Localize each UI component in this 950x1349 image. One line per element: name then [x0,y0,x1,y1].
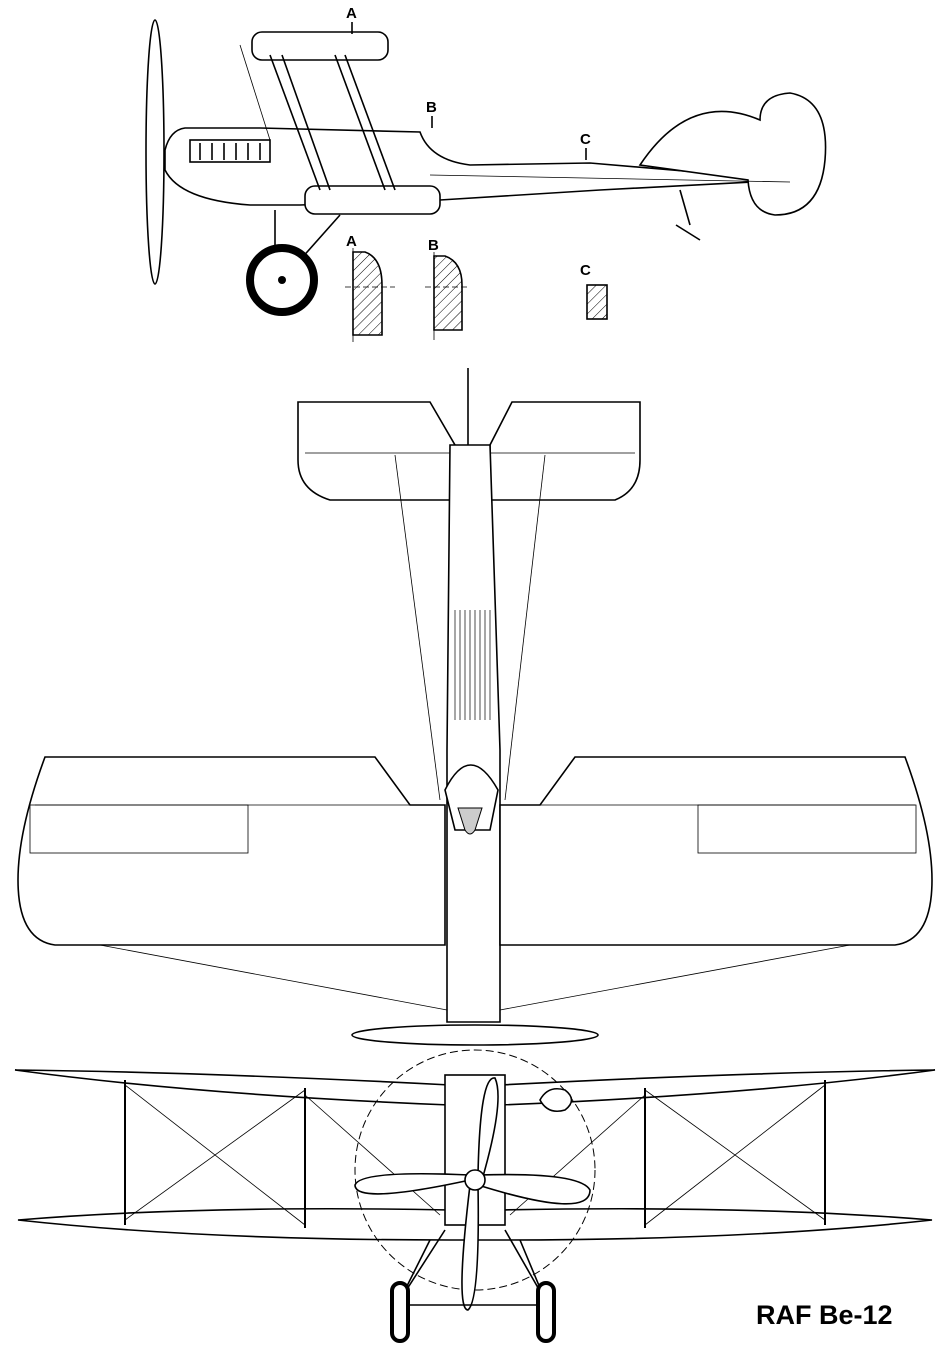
cross-sections: A B C [345,233,608,342]
lower-wing-left-top [17,756,446,946]
propeller-arc [354,1049,596,1291]
cockpit [444,764,499,831]
fuselage-stringers [454,610,491,720]
upper-wing-left-top [297,401,456,501]
engine-cylinders [189,139,271,163]
section-label-a: A [346,233,357,250]
right-wheel-front [536,1281,556,1343]
top-view [17,368,933,1046]
left-wheel-front [390,1281,410,1343]
station-marker-a: A [346,5,357,22]
propeller [145,19,165,285]
section-a [352,251,383,336]
tailplane-top [351,1024,599,1046]
propeller-front [354,1077,591,1311]
station-marker-b: B [426,99,437,116]
landing-gear [399,1229,546,1306]
station-marker-c: C [580,131,591,148]
fuselage-top [446,444,501,1023]
tail-skid [675,224,701,241]
section-label-c: C [580,262,591,279]
side-view: A B C [145,5,827,316]
lower-wing-side [304,185,441,215]
fin-rudder [638,92,827,216]
lower-wing-right-top [499,756,933,946]
section-c [586,284,608,320]
section-b [433,255,463,331]
section-label-b: B [428,237,439,254]
front-view [14,1049,936,1343]
upper-wing-right-top [489,401,641,501]
windscreen [457,807,483,835]
upper-wing-side [251,31,389,61]
drawing-title: RAF Be-12 [756,1300,893,1330]
